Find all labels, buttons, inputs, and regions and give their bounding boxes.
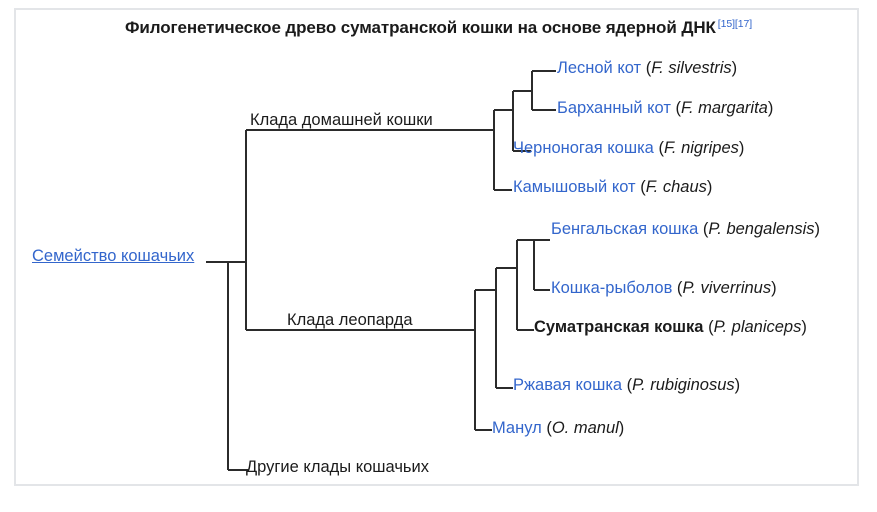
paren-close: ) [814,220,821,238]
paren-open: ( [641,59,652,77]
citation-refs[interactable]: [15][17] [717,18,753,30]
leaf-silvestris-common[interactable]: Лесной кот [557,59,642,77]
leaf-viverrinus[interactable]: Кошка-рыболов (P. viverrinus) [551,279,777,298]
leaf-rubiginosus[interactable]: Ржавая кошка (P. rubiginosus) [513,376,740,395]
leaf-nigripes-species: nigripes [681,139,739,157]
leaf-silvestris[interactable]: Лесной кот (F. silvestris) [557,59,737,78]
leaf-silvestris-binomial: (F. silvestris) [641,59,737,77]
leaf-planiceps-genus: P. [713,318,728,336]
leaf-rubiginosus-common[interactable]: Ржавая кошка [513,376,623,394]
leaf-bengalensis-genus: P. [708,220,722,238]
figure-frame: Филогенетическое древо суматранской кошк… [14,8,859,486]
leaf-nigripes[interactable]: Черноногая кошка (F. nigripes) [513,139,744,158]
leaf-silvestris-genus: F. [651,59,664,77]
leaf-chaus-binomial: (F. chaus) [635,178,713,196]
leaf-chaus-common[interactable]: Камышовый кот [513,178,636,196]
leaf-margarita-binomial: (F. margarita) [671,99,773,117]
leaf-rubiginosus-species: rubiginosus [650,376,735,394]
leaf-planiceps-common: Суматранская кошка [534,318,704,336]
leaf-viverrinus-binomial: (P. viverrinus) [672,279,777,297]
paren-open: ( [703,318,714,336]
paren-close: ) [731,59,738,77]
leaf-bengalensis-common[interactable]: Бенгальская кошка [551,220,699,238]
paren-close: ) [706,178,713,196]
paren-close: ) [618,419,625,437]
leaf-margarita[interactable]: Барханный кот (F. margarita) [557,99,773,118]
leaf-rubiginosus-binomial: (P. rubiginosus) [622,376,740,394]
paren-close: ) [767,99,774,117]
leaf-manul-species: manul [573,419,619,437]
leaf-viverrinus-genus: P. [682,279,696,297]
leaf-manul-genus: O. [551,419,570,437]
leaf-manul-binomial: (O. manul) [541,419,625,437]
paren-close: ) [801,318,807,336]
node-clade-other-label: Другие клады кошачьих [246,458,429,476]
leaf-margarita-species: margarita [698,99,768,117]
leaf-bengalensis-species: bengalensis [726,220,815,238]
leaf-planiceps-species: planiceps [731,318,802,336]
paren-open: ( [541,419,552,437]
paren-open: ( [698,220,709,238]
leaf-nigripes-genus: F. [663,139,677,157]
paren-open: ( [672,279,683,297]
figure-title: Филогенетическое древо суматранской кошк… [16,18,861,38]
node-root[interactable]: Семейство кошачьих [32,247,194,266]
paren-open: ( [653,139,664,157]
paren-open: ( [635,178,646,196]
leaf-planiceps-binomial: (P. planiceps) [703,318,807,336]
paren-close: ) [771,279,777,297]
leaf-bengalensis-binomial: (P. bengalensis) [698,220,820,238]
leaf-viverrinus-common[interactable]: Кошка-рыболов [551,279,673,297]
leaf-nigripes-binomial: (F. nigripes) [653,139,745,157]
leaf-manul-common[interactable]: Манул [492,419,542,437]
paren-open: ( [622,376,633,394]
leaf-margarita-common[interactable]: Барханный кот [557,99,671,117]
leaf-planiceps: Суматранская кошка (P. planiceps) [534,318,834,337]
paren-close: ) [738,139,745,157]
figure-title-text: Филогенетическое древо суматранской кошк… [124,18,716,37]
leaf-chaus-genus: F. [645,178,659,196]
paren-open: ( [670,99,681,117]
leaf-bengalensis[interactable]: Бенгальская кошка (P. bengalensis) [551,220,851,239]
leaf-nigripes-common[interactable]: Черноногая кошка [513,139,654,157]
node-root-label[interactable]: Семейство кошачьих [32,247,195,265]
leaf-silvestris-species: silvestris [668,59,732,77]
leaf-chaus[interactable]: Камышовый кот (F. chaus) [513,178,712,197]
node-clade-leopard: Клада леопарда [287,311,413,330]
paren-close: ) [734,376,741,394]
node-clade-domestic-label: Клада домашней кошки [250,111,433,129]
node-clade-other: Другие клады кошачьих [246,458,429,477]
leaf-chaus-species: chaus [662,178,707,196]
node-clade-leopard-label: Клада леопарда [287,311,413,329]
node-clade-domestic: Клада домашней кошки [250,111,433,130]
leaf-margarita-genus: F. [681,99,694,117]
leaf-manul[interactable]: Манул (O. manul) [492,419,624,438]
leaf-rubiginosus-genus: P. [632,376,646,394]
leaf-viverrinus-species: viverrinus [700,279,772,297]
